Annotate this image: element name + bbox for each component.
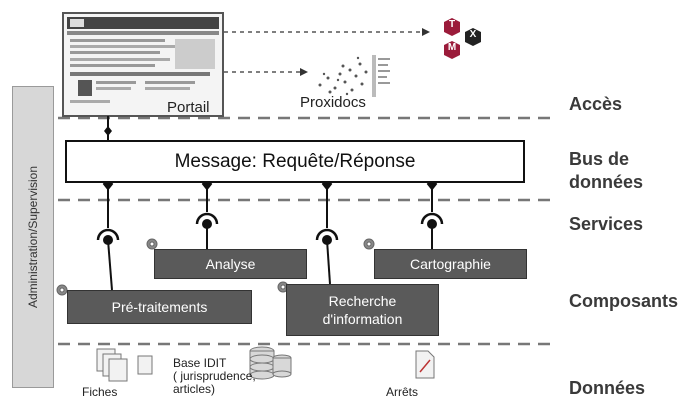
- admin-supervision-label: Administration/Supervision: [26, 165, 40, 309]
- fiches-doc-icon: [96, 348, 153, 382]
- base-idit-label: Base IDIT ( jurisprudence, articles): [173, 357, 256, 396]
- fiches-label: Fiches: [82, 385, 118, 399]
- component-analyse: Analyse: [154, 249, 307, 279]
- layer-services: Services: [569, 214, 644, 234]
- layer-bus-line2: données: [569, 172, 644, 192]
- component-pretraitements-label: Pré-traitements: [111, 299, 208, 315]
- layer-bus: Bus de données: [569, 148, 643, 194]
- arrets-label: Arrêts: [386, 385, 419, 399]
- portal-screenshot: [62, 12, 224, 117]
- tmx-logo-icon: [444, 18, 481, 59]
- admin-supervision-bar: Administration/Supervision: [12, 86, 54, 388]
- base-idit-line3: articles): [173, 382, 216, 396]
- database-icon: [249, 346, 292, 380]
- component-recherche-label-line1: Recherche: [328, 293, 397, 309]
- layer-bus-line1: Bus de: [569, 149, 630, 169]
- component-recherche-label-line2: d'information: [322, 311, 403, 327]
- layer-donnees: Données: [569, 378, 646, 398]
- component-pretraitements: Pré-traitements: [67, 290, 252, 324]
- proxidocs-scatter: [318, 55, 390, 97]
- component-analyse-label: Analyse: [205, 256, 256, 272]
- gear-icons: [56, 238, 375, 296]
- component-cartographie: Cartographie: [374, 249, 527, 279]
- service-balls: [103, 219, 437, 291]
- layer-composants: Composants: [569, 291, 679, 311]
- proxidocs-label: Proxidocs: [300, 94, 366, 111]
- arrets-pdf-icon: [415, 350, 435, 379]
- bus-connectors: [102, 177, 438, 228]
- component-cartographie-label: Cartographie: [410, 256, 491, 272]
- bus-message-text: Message: Requête/Réponse: [174, 150, 416, 172]
- component-recherche: Recherche d'information: [286, 284, 439, 336]
- portail-label: Portail: [167, 99, 210, 116]
- message-bus-box: Message: Requête/Réponse: [65, 140, 525, 183]
- service-sockets: [96, 212, 444, 241]
- base-idit-line2: ( jurisprudence,: [173, 369, 256, 383]
- tmx-letter-m: M: [447, 42, 457, 53]
- layer-acces: Accès: [569, 94, 623, 114]
- base-idit-line1: Base IDIT: [173, 356, 227, 370]
- tmx-letter-x: X: [469, 29, 477, 40]
- tmx-letter-t: T: [448, 19, 456, 30]
